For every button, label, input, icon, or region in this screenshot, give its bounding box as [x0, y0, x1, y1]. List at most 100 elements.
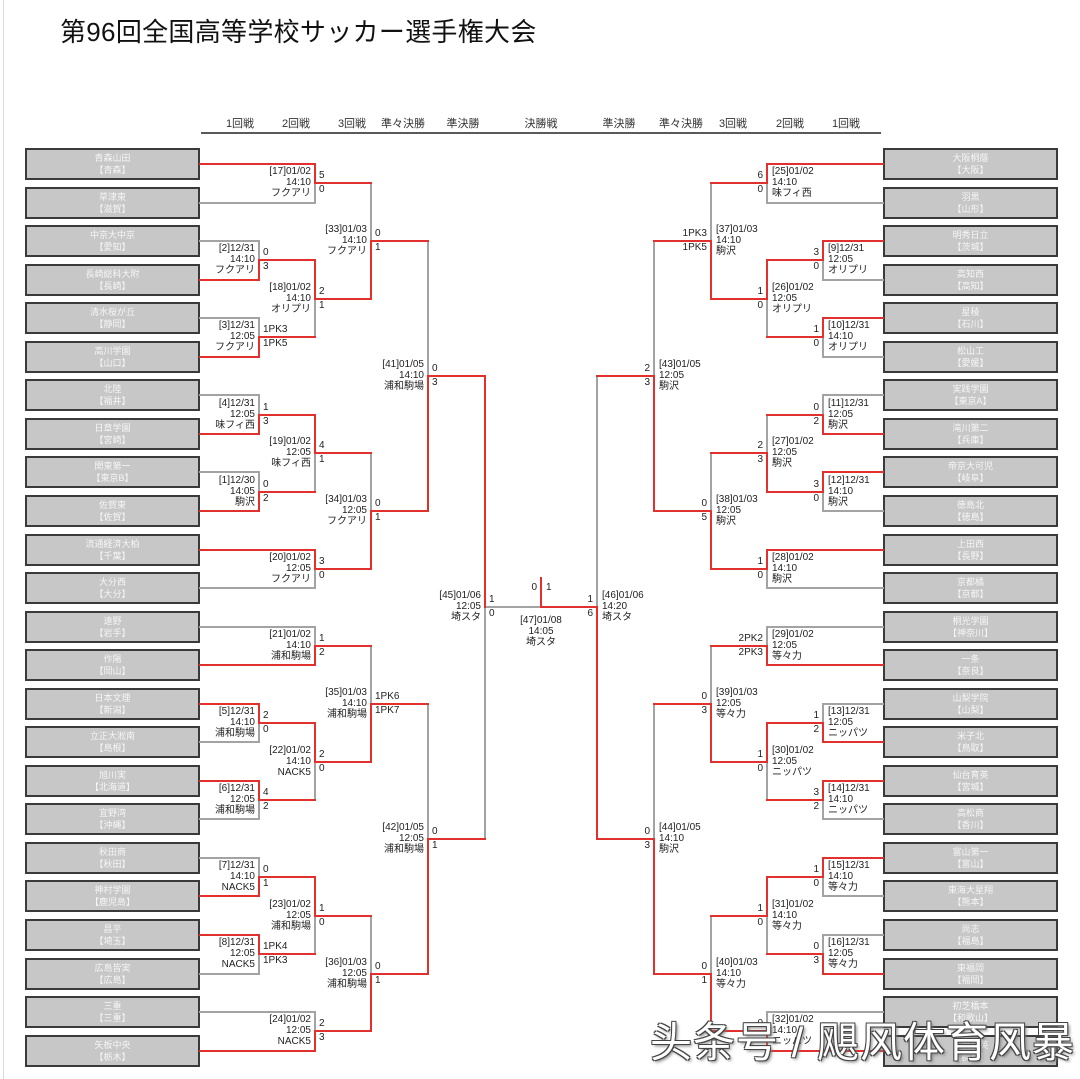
- round-header-qf-right: 準々決勝: [659, 118, 703, 130]
- team-box: 宜野湾沖縄: [25, 803, 200, 836]
- match-number-date: 2901/02: [772, 629, 814, 640]
- match-venue: 等々力: [828, 959, 858, 971]
- winner-path-line: [199, 548, 316, 551]
- match-number: 40: [716, 957, 733, 968]
- match-venue: ニッパツ: [828, 805, 868, 817]
- bracket-line: [370, 914, 372, 975]
- team-box: 尚志福島: [883, 919, 1058, 951]
- team-name: 星稜: [961, 307, 980, 318]
- match-date: 01/02: [788, 744, 814, 756]
- winner-path-line: [258, 799, 316, 802]
- bracket-line: [822, 509, 884, 512]
- match-number: 44: [659, 822, 676, 833]
- bracket-line: [766, 760, 768, 802]
- match-venue: 浦和駒場: [215, 727, 255, 739]
- winner-path-line: [710, 760, 768, 763]
- bracket-line: [822, 895, 884, 898]
- match-number-date: 1701/02: [269, 166, 311, 177]
- match-number-date: 4601/06: [602, 590, 644, 601]
- bracket-line: [822, 278, 884, 281]
- match-venue: 浦和駒場: [384, 843, 424, 855]
- bracket-line: [822, 818, 884, 821]
- match-date: 12/31: [229, 783, 255, 795]
- match-time: 12:05: [398, 832, 424, 844]
- match-number: 16: [828, 937, 845, 948]
- round-header-r3-left: 3回戦: [337, 118, 367, 130]
- winner-path-line: [314, 876, 316, 917]
- bracket-line: [766, 1011, 884, 1014]
- match-number: 28: [772, 552, 789, 563]
- score-top: 4: [319, 440, 325, 452]
- team-name: 高知西: [956, 268, 984, 279]
- bracket-line: [199, 1011, 316, 1014]
- match-date: 01/02: [285, 436, 311, 448]
- match-venue: 埼スタ: [602, 612, 632, 624]
- match-venue: オリプリ: [271, 303, 311, 315]
- team-name: 桐光学園: [952, 615, 989, 626]
- score-bottom: 1: [375, 974, 381, 986]
- match-time: 14:10: [772, 1025, 798, 1037]
- match-time: 14:10: [716, 235, 742, 247]
- match-time: 12:05: [772, 639, 798, 651]
- match-time: 14:10: [398, 370, 424, 382]
- winner-path-line: [370, 240, 429, 243]
- score-top: 3: [813, 787, 819, 799]
- match-venue: 浦和駒場: [327, 708, 367, 720]
- bracket-line: [822, 702, 884, 705]
- score-bottom: 2: [813, 801, 819, 813]
- match-venue: NACK5: [277, 1036, 311, 1048]
- match-number-date: 1312/31: [828, 706, 870, 717]
- match-number-date: 4001/03: [716, 957, 758, 968]
- team-prefecture: 宮崎: [27, 434, 198, 446]
- match-time: 12:05: [716, 697, 742, 709]
- bracket-line: [766, 625, 884, 628]
- winner-path-line: [710, 240, 712, 300]
- team-box: 東海大星翔熊本: [883, 880, 1058, 913]
- bracket-line: [766, 567, 768, 590]
- bracket-line: [370, 452, 372, 512]
- score-top: 2: [263, 709, 269, 721]
- team-box: 遠野岩手: [25, 610, 200, 643]
- bracket-line: [314, 182, 316, 204]
- bracket-line: [822, 702, 824, 724]
- match-date: 12/31: [844, 474, 870, 486]
- match-number-date: 3301/03: [325, 224, 367, 235]
- team-box: 東福岡福岡: [883, 957, 1058, 990]
- team-name: 上田西: [956, 538, 984, 549]
- winner-path-line: [258, 953, 316, 956]
- match-number: 5: [219, 706, 230, 717]
- match-number: 35: [325, 687, 342, 698]
- winner-path-line: [540, 577, 542, 609]
- match-venue: フクアリ: [271, 188, 311, 200]
- score-bottom: 3: [263, 261, 269, 273]
- team-box: 高川学園山口: [25, 340, 200, 373]
- match-venue: 駒沢: [828, 496, 848, 508]
- match-number-date: 1612/31: [828, 937, 870, 948]
- score-top: 0: [701, 497, 707, 509]
- winner-path-line: [822, 471, 824, 493]
- match-number: 20: [269, 552, 286, 563]
- winner-path-line: [766, 490, 824, 493]
- match-number-date: 1012/31: [828, 320, 870, 331]
- winner-path-line: [427, 837, 486, 840]
- match-number-date: 312/31: [215, 320, 255, 331]
- winner-path-line: [710, 644, 768, 647]
- score-top: 0: [813, 941, 819, 953]
- match-number-date: 1412/31: [828, 783, 870, 794]
- winner-path-line: [766, 548, 884, 551]
- winner-path-line: [258, 876, 260, 898]
- match-venue: 駒沢: [235, 496, 255, 508]
- bracket-line: [370, 644, 372, 705]
- winner-path-line: [199, 702, 260, 705]
- bracket-line: [822, 490, 824, 512]
- match-date: 01/03: [341, 224, 367, 236]
- team-name: 一条: [961, 654, 980, 665]
